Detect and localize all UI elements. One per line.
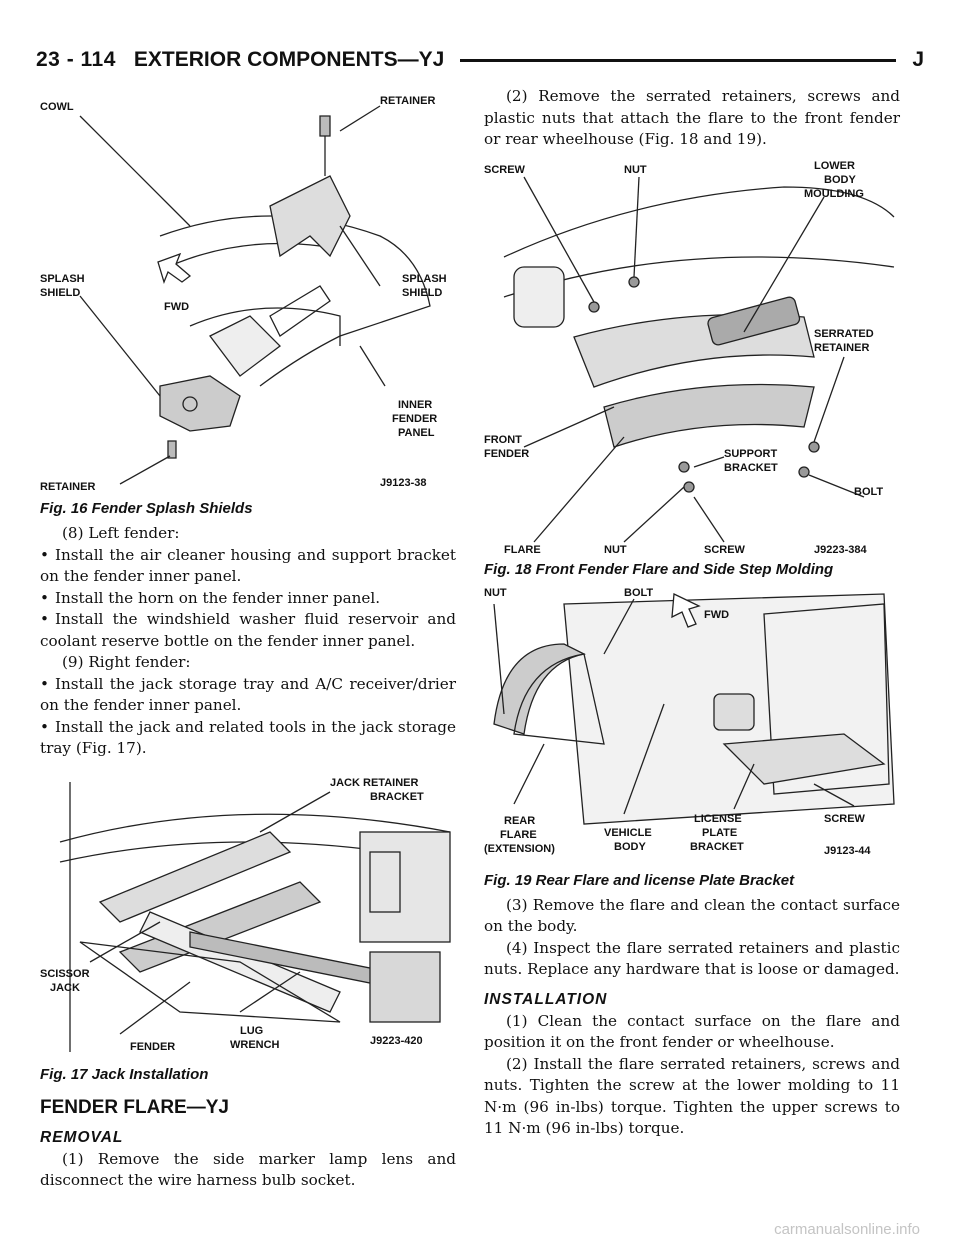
fig19-label-license-2: PLATE	[702, 827, 737, 839]
install-step-2: (2) Install the flare serrated retainers…	[484, 1054, 900, 1138]
fig18-label-nut-top: NUT	[624, 164, 647, 176]
fig18-label-lower-1: LOWER	[814, 160, 855, 172]
header-rule	[460, 58, 897, 62]
figure-17: JACK RETAINER BRACKET SCISSOR JACK FENDE…	[40, 772, 456, 1083]
fig19-label-vehicle-2: BODY	[614, 841, 646, 853]
fig16-label-splash-right-2: SHIELD	[402, 287, 442, 299]
fig18-label-serrated-2: RETAINER	[814, 342, 869, 354]
fig19-label-vehicle-1: VEHICLE	[604, 827, 652, 839]
fig19-label-bolt: BOLT	[624, 587, 653, 599]
fig17-label-lug-2: WRENCH	[230, 1039, 280, 1051]
installation-heading: INSTALLATION	[484, 990, 608, 1008]
left-step-8: (8) Left fender:	[62, 524, 180, 542]
fig18-label-flare: FLARE	[504, 544, 541, 556]
figure-19: NUT BOLT FWD SCREW REAR FLARE (EXTENSION…	[484, 584, 900, 889]
removal-heading: REMOVAL	[40, 1128, 124, 1146]
page-number: 23 - 114	[36, 48, 116, 71]
fig16-label-splash-left-2: SHIELD	[40, 287, 80, 299]
fig16-label-splash-left-1: SPLASH	[40, 273, 85, 285]
fig18-label-bolt: BOLT	[854, 486, 883, 498]
fig18-label-lower-2: BODY	[824, 174, 856, 186]
fig19-label-rear-2: FLARE	[500, 829, 537, 841]
bullet-washer: •Install the windshield washer fluid res…	[40, 610, 456, 650]
fig16-label-inner-1: INNER	[398, 399, 432, 411]
fig19-label-license-1: LICENSE	[694, 813, 742, 825]
fender-flare-title: FENDER FLARE—YJ	[40, 1096, 229, 1118]
fig18-caption: Fig. 18 Front Fender Flare and Side Step…	[484, 560, 834, 578]
bullet-air-cleaner: •Install the air cleaner housing and sup…	[40, 545, 456, 586]
install-step-1: (1) Clean the contact surface on the fla…	[484, 1011, 900, 1052]
brand-letter: J	[912, 48, 924, 71]
figure-16: COWL RETAINER SPLASH SHIELD FWD SPLASH S…	[40, 86, 456, 517]
fig16-label-retainer-top: RETAINER	[380, 95, 435, 107]
left-column: COWL RETAINER SPLASH SHIELD FWD SPLASH S…	[40, 86, 456, 1192]
fig17-illustration: JACK RETAINER BRACKET SCISSOR JACK FENDE…	[40, 777, 451, 1053]
fig18-label-front-2: FENDER	[484, 448, 529, 460]
fig19-label-screw: SCREW	[824, 813, 866, 825]
fig17-label-fender: FENDER	[130, 1041, 175, 1053]
fig19-label-rear-3: (EXTENSION)	[484, 843, 555, 855]
page-header: 23 - 114 EXTERIOR COMPONENTS—YJ J	[36, 40, 924, 80]
fig19-label-license-3: BRACKET	[690, 841, 744, 853]
fig17-label-jack-retainer-2: BRACKET	[370, 791, 424, 803]
fig16-code: J9123-38	[380, 477, 427, 489]
fig17-label-scissor-2: JACK	[50, 982, 80, 994]
section-title: EXTERIOR COMPONENTS—YJ	[133, 48, 445, 71]
fig19-label-fwd: FWD	[704, 609, 729, 621]
fig18-code: J9223-384	[814, 544, 867, 556]
figure-18: SCREW NUT LOWER BODY MOULDING SERRATED R…	[484, 157, 900, 578]
bullet-jack-tray: •Install the jack storage tray and A/C r…	[40, 674, 456, 715]
fig19-code: J9123-44	[824, 845, 871, 857]
fig19-illustration: NUT BOLT FWD SCREW REAR FLARE (EXTENSION…	[484, 587, 895, 857]
fig16-caption: Fig. 16 Fender Splash Shields	[40, 500, 253, 517]
removal-step-4: (4) Inspect the flare serrated retainers…	[484, 938, 900, 979]
fig17-caption: Fig. 17 Jack Installation	[40, 1065, 209, 1083]
fig16-label-inner-2: FENDER	[392, 413, 437, 425]
fig19-caption: Fig. 19 Rear Flare and license Plate Bra…	[484, 871, 795, 889]
fig18-label-support-1: SUPPORT	[724, 448, 777, 460]
bullet-horn: •Install the horn on the fender inner pa…	[40, 588, 381, 607]
fig16-label-splash-right-1: SPLASH	[402, 273, 447, 285]
fig18-illustration: SCREW NUT LOWER BODY MOULDING SERRATED R…	[484, 160, 895, 556]
fig18-label-lower-3: MOULDING	[804, 188, 864, 200]
right-column: (2) Remove the serrated retainers, screw…	[484, 86, 900, 1140]
fig17-code: J9223-420	[370, 1035, 423, 1047]
removal-step-3: (3) Remove the flare and clean the conta…	[484, 895, 900, 936]
removal-step-1: (1) Remove the side marker lamp lens and…	[40, 1149, 456, 1190]
bullet-jack-tools: •Install the jack and related tools in t…	[40, 717, 456, 758]
fig18-label-serrated-1: SERRATED	[814, 328, 874, 340]
fig17-label-scissor-1: SCISSOR	[40, 968, 90, 980]
left-step-9: (9) Right fender:	[62, 653, 191, 671]
fig17-label-jack-retainer-1: JACK RETAINER	[330, 777, 418, 789]
fig18-label-support-2: BRACKET	[724, 462, 778, 474]
removal-step-2: (2) Remove the serrated retainers, screw…	[484, 87, 900, 148]
fig16-label-cowl: COWL	[40, 101, 74, 113]
fig18-label-nut-bottom: NUT	[604, 544, 627, 556]
fig18-label-front-1: FRONT	[484, 434, 522, 446]
fig16-label-retainer-bottom: RETAINER	[40, 481, 95, 493]
fig18-label-screw-top: SCREW	[484, 164, 526, 176]
fig19-label-nut: NUT	[484, 587, 507, 599]
fig19-label-rear-1: REAR	[504, 815, 535, 827]
fig17-label-lug-1: LUG	[240, 1025, 263, 1037]
fig16-label-fwd: FWD	[164, 301, 189, 313]
watermark: carmanualsonline.info	[774, 1221, 920, 1238]
fig16-illustration: COWL RETAINER SPLASH SHIELD FWD SPLASH S…	[40, 95, 447, 493]
fig18-label-screw-bottom: SCREW	[704, 544, 746, 556]
fig16-label-inner-3: PANEL	[398, 427, 435, 439]
